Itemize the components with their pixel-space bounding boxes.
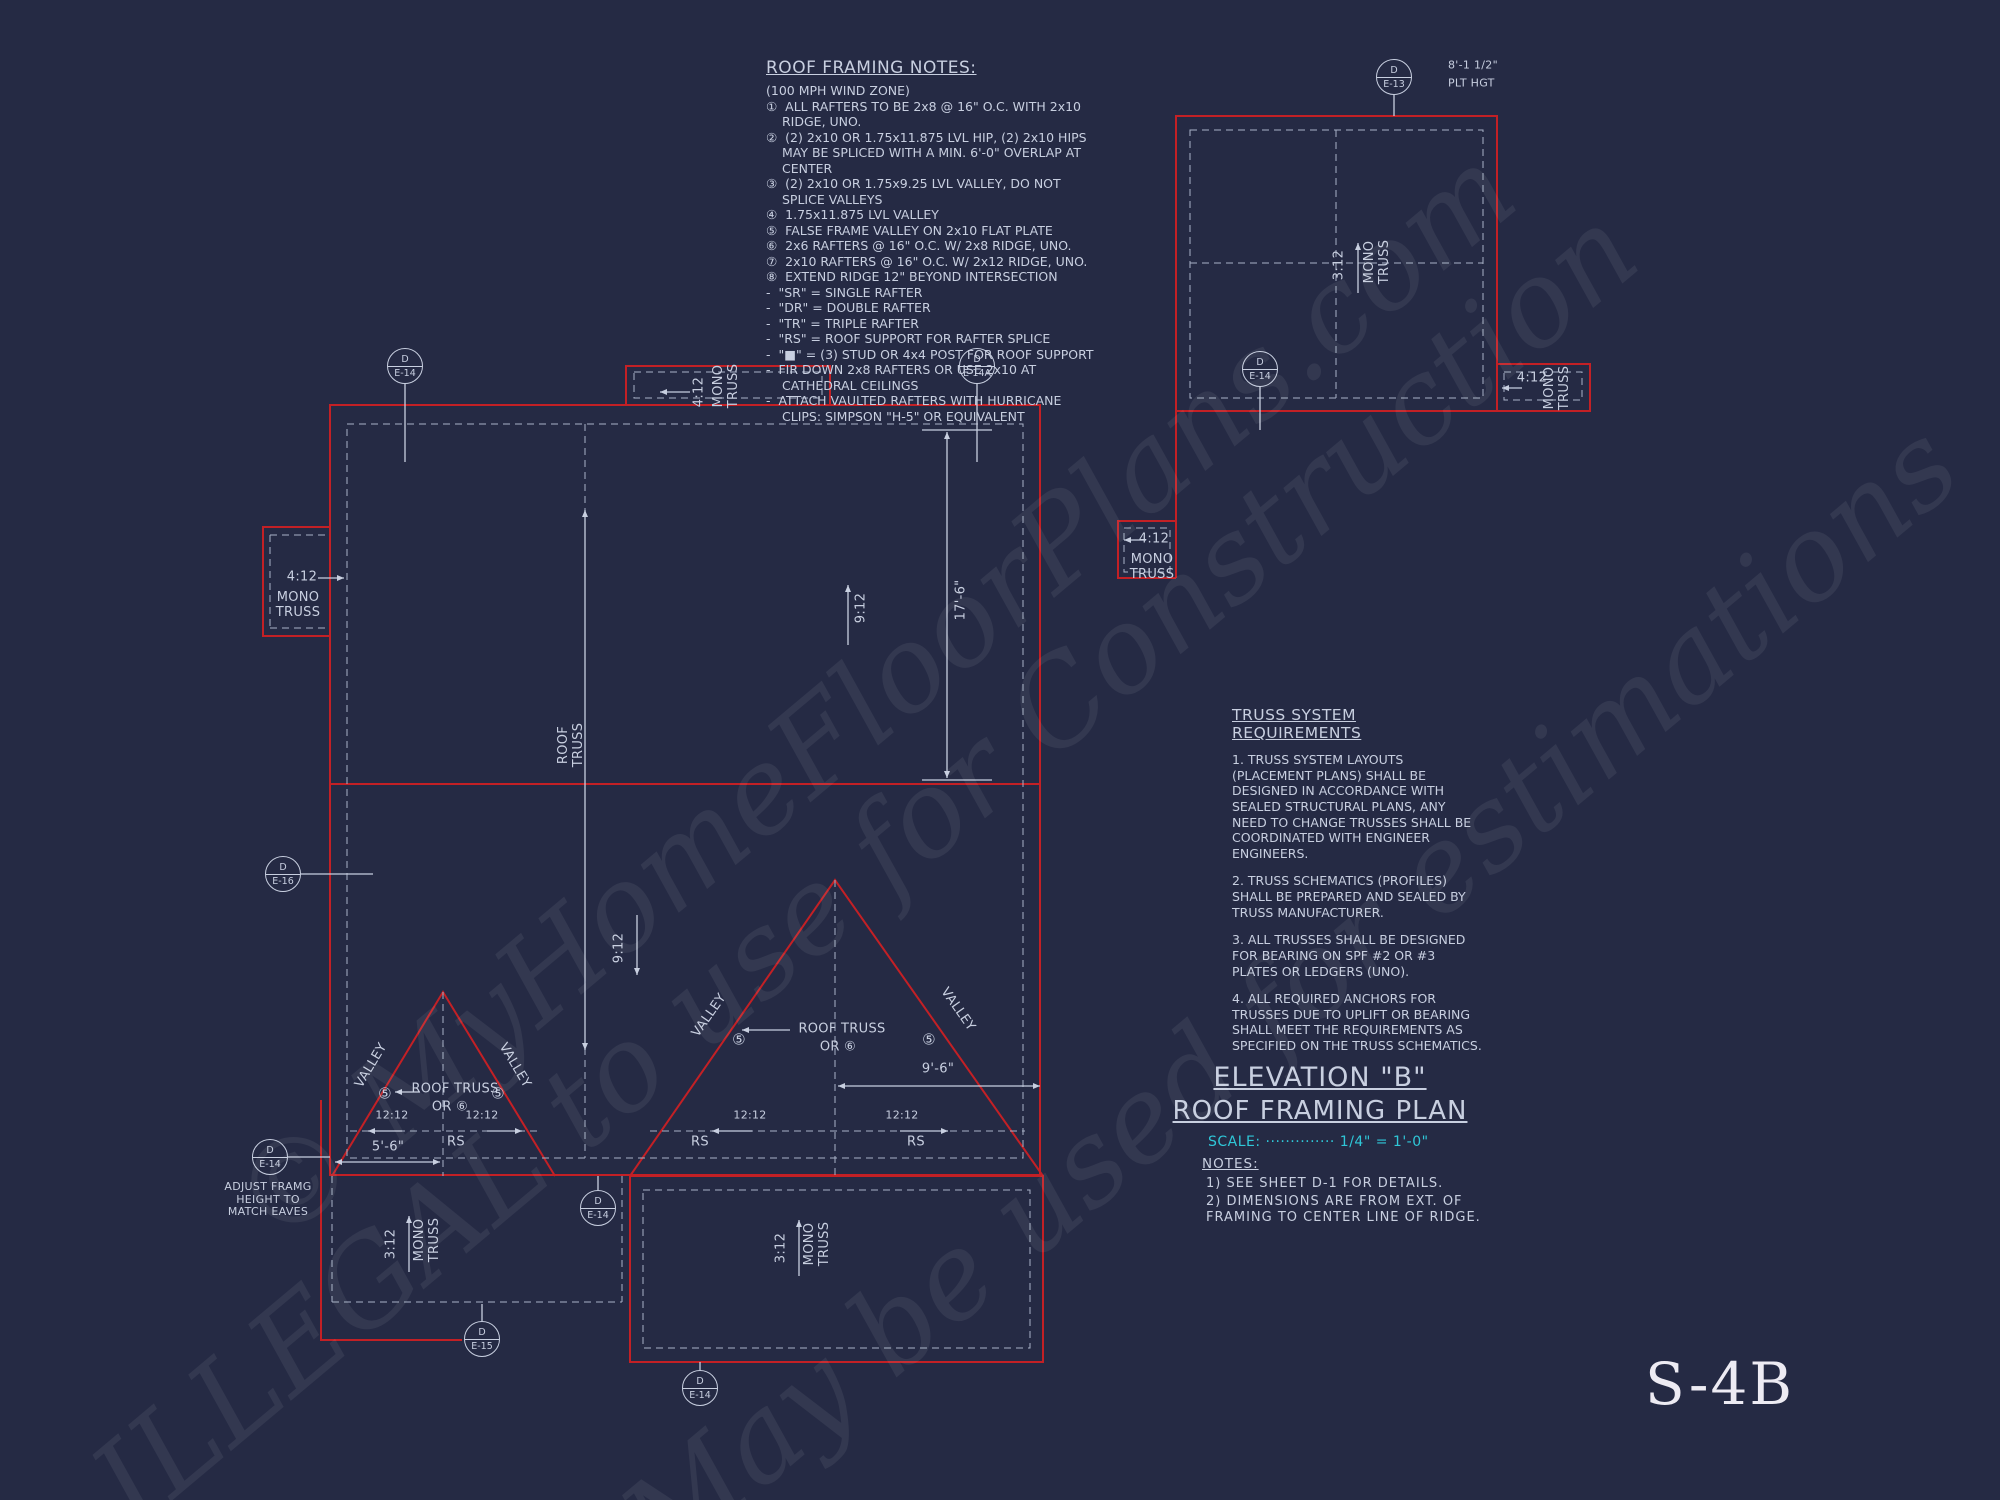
note-line: ⑥ 2x6 RAFTERS @ 16" O.C. W/ 2x8 RIDGE, U…: [766, 238, 1072, 253]
mono-truss-label: MONO TRUSS: [275, 590, 321, 620]
mono-truss-label: MONO TRUSS: [711, 363, 741, 409]
leaders-and-dimensions: [288, 95, 1522, 1370]
roof-truss-label: ROOF TRUSS: [411, 1081, 499, 1097]
detail-callout-e14a: D E-14A: [959, 348, 995, 384]
detail-callout-e14: D E-14: [252, 1139, 288, 1175]
detail-callout-e16: D E-16: [265, 856, 301, 892]
titleblock-note: 2) DIMENSIONS ARE FROM EXT. OF FRAMING T…: [1206, 1194, 1481, 1226]
roof-support-label: RS: [907, 1134, 925, 1150]
note-line: - "■" = (3) STUD OR 4x4 POST FOR ROOF SU…: [766, 346, 1094, 362]
scale-note: SCALE: ·············· 1/4" = 1'-0": [1208, 1134, 1429, 1150]
detail-callout-e14: D E-14: [387, 348, 423, 384]
note-line: ⑤ FALSE FRAME VALLEY ON 2x10 FLAT PLATE: [766, 222, 1053, 238]
callout-detail-letter: D: [581, 1191, 615, 1209]
truss-requirement: 2. TRUSS SCHEMATICS (PROFILES) SHALL BE …: [1232, 873, 1470, 920]
callout-detail-letter: D: [960, 349, 994, 367]
truss-requirements-title: TRUSS SYSTEM REQUIREMENTS: [1232, 706, 1362, 742]
pitch-label-312: 3:12: [1331, 249, 1347, 281]
note-line: ⑦ 2x10 RAFTERS @ 16" O.C. W/ 2x12 RIDGE,…: [766, 253, 1088, 269]
callout-sheet-ref: E-14: [689, 1389, 711, 1401]
pitch-label-312: 3:12: [383, 1228, 399, 1260]
roof-support-label: RS: [447, 1134, 465, 1150]
roof-truss-direction-label: ROOF TRUSS: [556, 722, 586, 768]
dimension-5-6: 5'-6": [371, 1139, 405, 1155]
detail-callout-e14: D E-14: [580, 1190, 616, 1226]
callout-sheet-ref: E-15: [471, 1340, 493, 1352]
callout-detail-letter: D: [1243, 352, 1277, 370]
note-line: ① ALL RAFTERS TO BE 2x8 @ 16" O.C. WITH …: [766, 98, 1085, 130]
mono-truss-label: MONO TRUSS: [802, 1221, 832, 1267]
plate-height-value: 8'-1 1/2": [1448, 58, 1498, 72]
pitch-label-912: 9:12: [611, 932, 627, 964]
note-line: - "SR" = SINGLE RAFTER: [766, 284, 923, 300]
callout-detail-letter: D: [266, 857, 300, 875]
truss-requirement: 1. TRUSS SYSTEM LAYOUTS (PLACEMENT PLANS…: [1232, 752, 1476, 861]
truss-system-requirements: TRUSS SYSTEM REQUIREMENTS 1. TRUSS SYSTE…: [1232, 706, 1484, 1066]
pitch-label-1212: 12:12: [885, 1108, 919, 1122]
titleblock-note: 1) SEE SHEET D-1 FOR DETAILS.: [1206, 1176, 1444, 1191]
mono-truss-label: MONO TRUSS: [412, 1217, 442, 1263]
detail-callout-e13: D E-13: [1376, 59, 1412, 95]
callout-sheet-ref: E-14: [587, 1209, 609, 1221]
roof-truss-or6-label: OR ⑥: [431, 1099, 469, 1115]
pitch-label-912: 9:12: [853, 592, 869, 624]
pitch-label-412: 4:12: [1138, 531, 1170, 547]
plan-title: ROOF FRAMING PLAN: [1172, 1096, 1468, 1126]
pitch-label-1212: 12:12: [465, 1108, 499, 1122]
note-line: - "DR" = DOUBLE RAFTER: [766, 300, 931, 315]
titleblock-notes-label: NOTES:: [1202, 1156, 1259, 1172]
note-line: ⑧ EXTEND RIDGE 12" BEYOND INTERSECTION: [766, 269, 1058, 284]
adjust-framing-note: ADJUST FRAMG HEIGHT TO MATCH EAVES: [224, 1180, 312, 1219]
sheet-number: S-4B: [1645, 1350, 1794, 1418]
keynote-5-symbol: ⑤: [491, 1084, 505, 1103]
note-line: ② (2) 2x10 OR 1.75x11.875 LVL HIP, (2) 2…: [766, 129, 1091, 176]
pitch-label-412: 4:12: [691, 376, 707, 408]
dimension-17-6: 17'-6": [953, 579, 969, 621]
truss-requirement: 4. ALL REQUIRED ANCHORS FOR TRUSSES DUE …: [1232, 991, 1482, 1053]
pitch-label-1212: 12:12: [733, 1108, 767, 1122]
pitch-label-412: 4:12: [286, 569, 318, 585]
mono-truss-label: MONO TRUSS: [1542, 365, 1572, 411]
callout-sheet-ref: E-13: [1383, 78, 1405, 90]
note-line: - "TR" = TRIPLE RAFTER: [766, 315, 919, 331]
roof-support-label: RS: [691, 1134, 709, 1150]
callout-sheet-ref: E-14: [259, 1158, 281, 1170]
roof-truss-or6-label: OR ⑥: [819, 1039, 857, 1055]
callout-detail-letter: D: [1377, 60, 1411, 78]
callout-sheet-ref: E-14: [394, 367, 416, 379]
keynote-5-symbol: ⑤: [378, 1084, 392, 1103]
mono-truss-label: MONO TRUSS: [1129, 552, 1175, 582]
note-line: ④ 1.75x11.875 LVL VALLEY: [766, 207, 939, 222]
callout-detail-letter: D: [388, 349, 422, 367]
pitch-label-1212: 12:12: [375, 1108, 409, 1122]
roof-truss-label: ROOF TRUSS: [798, 1021, 886, 1037]
plate-height-label: PLT HGT: [1448, 76, 1495, 90]
detail-callout-e14: D E-14: [682, 1370, 718, 1406]
detail-callout-e14: D E-14: [1242, 351, 1278, 387]
note-line: - FIR DOWN 2x8 RAFTERS OR USE 2x10 AT CA…: [766, 362, 1041, 393]
callout-detail-letter: D: [253, 1140, 287, 1158]
truss-requirement: 3. ALL TRUSSES SHALL BE DESIGNED FOR BEA…: [1232, 932, 1470, 979]
note-line: - ATTACH VAULTED RAFTERS WITH HURRICANE …: [766, 393, 1066, 424]
callout-sheet-ref: E-16: [272, 875, 294, 887]
elevation-title: ELEVATION "B": [1213, 1062, 1427, 1093]
roof-framing-notes: ROOF FRAMING NOTES: (100 MPH WIND ZONE) …: [766, 58, 1102, 424]
roof-framing-notes-title: ROOF FRAMING NOTES:: [766, 58, 977, 78]
callout-sheet-ref: E-14: [1249, 370, 1271, 382]
note-line: - "RS" = ROOF SUPPORT FOR RAFTER SPLICE: [766, 331, 1051, 346]
callout-sheet-ref: E-14A: [962, 367, 992, 379]
note-line: (100 MPH WIND ZONE): [766, 83, 910, 98]
detail-callout-e15: D E-15: [464, 1321, 500, 1357]
keynote-5-symbol: ⑤: [732, 1030, 746, 1049]
callout-detail-letter: D: [465, 1322, 499, 1340]
pitch-label-412: 4:12: [1516, 370, 1548, 386]
mono-truss-label: MONO TRUSS: [1362, 239, 1392, 285]
note-line: ③ (2) 2x10 OR 1.75x9.25 LVL VALLEY, DO N…: [766, 176, 1065, 207]
pitch-label-312: 3:12: [773, 1232, 789, 1264]
keynote-5-symbol: ⑤: [922, 1030, 936, 1049]
dimension-9-6: 9'-6": [921, 1061, 955, 1077]
callout-detail-letter: D: [683, 1371, 717, 1389]
